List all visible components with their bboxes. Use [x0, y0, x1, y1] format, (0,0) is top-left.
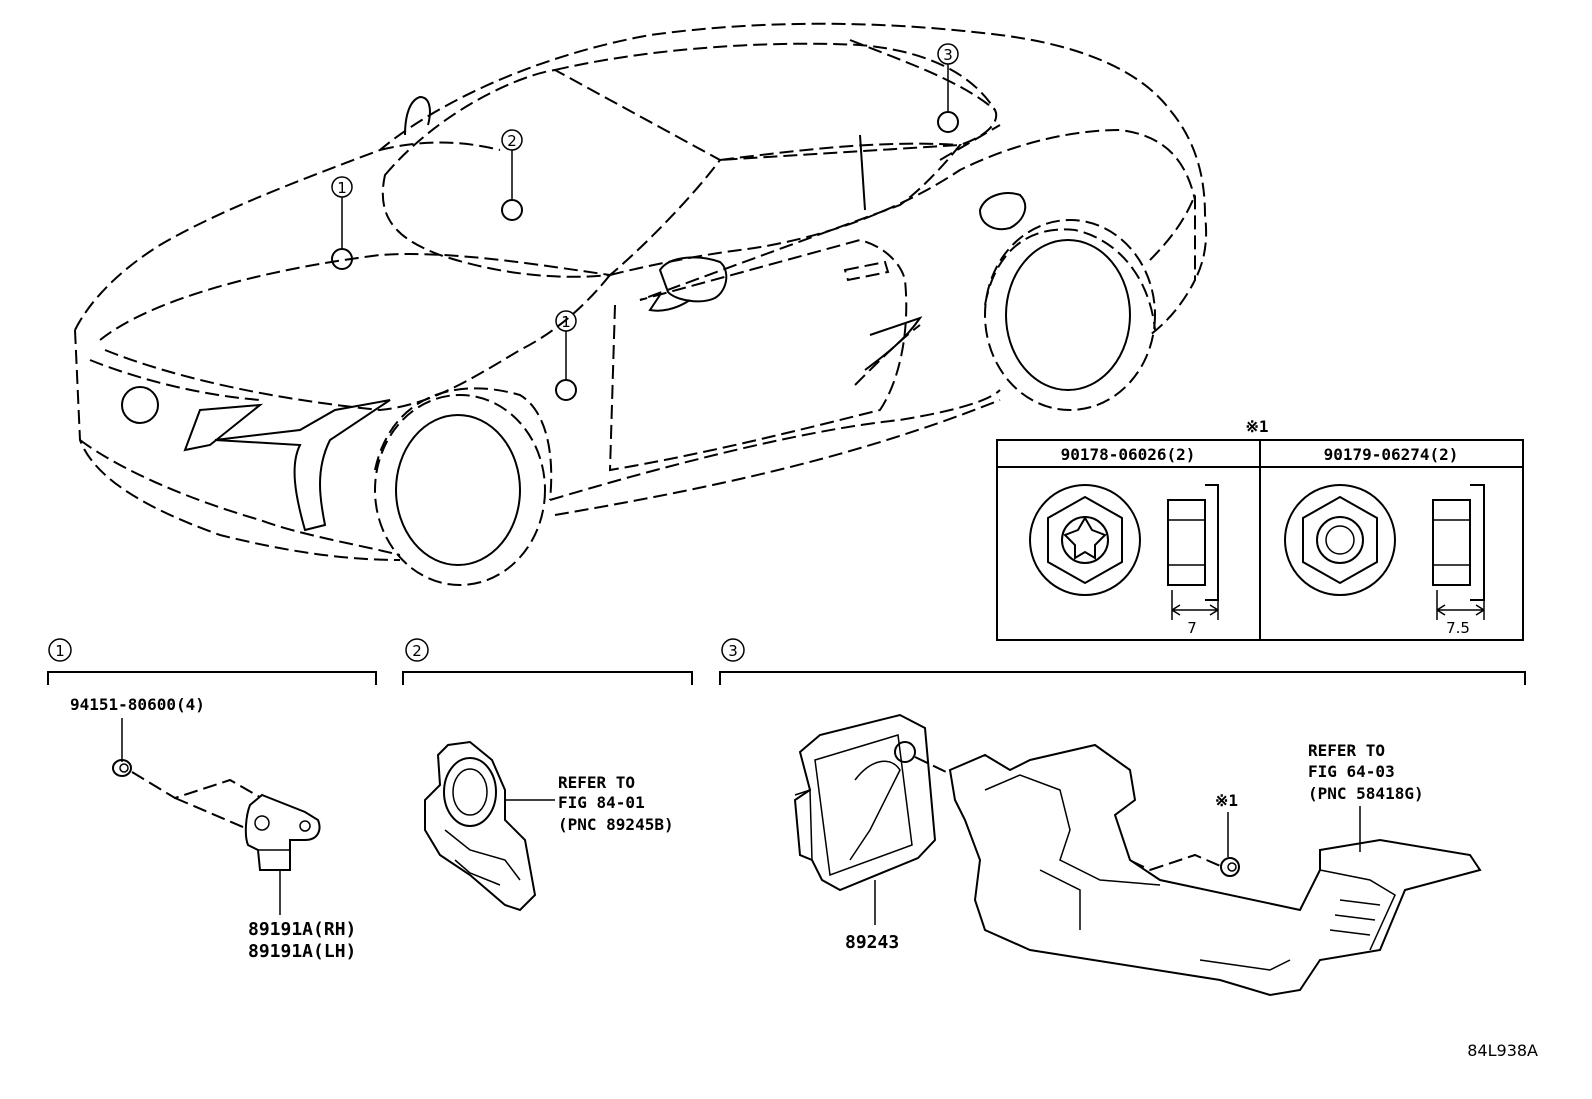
refer-2-line1: REFER TO [558, 773, 635, 792]
nut-2-side-view: 7.5 [1432, 484, 1485, 637]
car-callouts: 1 2 1 3 [331, 43, 959, 401]
nut-part-2: 90179-06274(2) [1324, 445, 1459, 464]
nut-icon [1220, 857, 1240, 877]
svg-text:1: 1 [561, 313, 571, 331]
section-1-parts: 94151-80600(4) 89191A(RH) 89191A(LH) [70, 695, 356, 962]
nut-2-front-view [1284, 484, 1396, 596]
callout-1-hood[interactable]: 1 [331, 176, 353, 270]
refer-2-line3: (PNC 89245B) [558, 815, 674, 834]
svg-text:1: 1 [55, 642, 65, 660]
refer-3-line3: (PNC 58418G) [1308, 784, 1424, 803]
section-headers: 1 2 3 [47, 638, 1526, 685]
svg-text:3: 3 [943, 46, 953, 64]
airbag-ecu-icon [793, 713, 937, 892]
section-2-parts: REFER TO FIG 84-01 (PNC 89245B) [424, 740, 674, 912]
bolt-icon [112, 759, 132, 777]
section-3-parts: 89243 ※1 REFER TO FIG 64-03 (PNC 58418G) [793, 713, 1482, 997]
spiral-cable-sensor-icon [424, 740, 537, 912]
refer-3-line1: REFER TO [1308, 741, 1385, 760]
callout-1-fender[interactable]: 1 [555, 310, 577, 401]
svg-text:1: 1 [337, 179, 347, 197]
ecu-part-label: 89243 [845, 932, 899, 953]
sensor-rh-label: 89191A(RH) [248, 919, 356, 940]
section-3-header: 3 [719, 638, 1526, 685]
table-note: ※1 [1245, 417, 1268, 436]
car-illustration [74, 22, 1208, 586]
nut-1-side-view: 7 [1167, 484, 1219, 637]
bracket-nut-note: ※1 [1215, 791, 1238, 810]
svg-text:2: 2 [507, 132, 517, 150]
nut-1-front-view [1029, 484, 1141, 596]
section-1-header: 1 [47, 638, 377, 685]
sensor-lh-label: 89191A(LH) [248, 941, 356, 962]
nut-2-dimension: 7.5 [1446, 619, 1470, 637]
refer-2-line2: FIG 84-01 [558, 793, 645, 812]
svg-text:2: 2 [412, 642, 422, 660]
callout-2-windshield[interactable]: 2 [501, 129, 523, 221]
section-2-header: 2 [402, 638, 693, 685]
bolt-part-label: 94151-80600(4) [70, 695, 205, 714]
figure-code: 84L938A [1467, 1041, 1538, 1060]
refer-3-line2: FIG 64-03 [1308, 762, 1395, 781]
nut-1-dimension: 7 [1187, 619, 1197, 637]
nut-part-1: 90178-06026(2) [1061, 445, 1196, 464]
ecu-bracket-icon [948, 743, 1482, 997]
callout-3-rear[interactable]: 3 [937, 43, 959, 133]
svg-text:3: 3 [728, 642, 738, 660]
nut-table: ※1 90178-06026(2) 90179-06274(2) 7 [996, 417, 1524, 641]
impact-sensor-icon [244, 793, 321, 871]
